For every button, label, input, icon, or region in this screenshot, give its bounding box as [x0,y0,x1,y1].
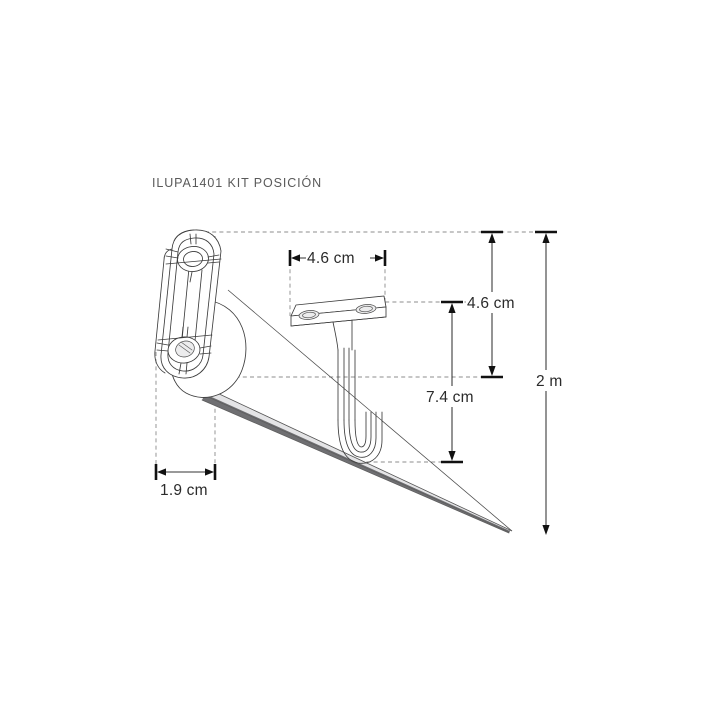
dim2m-label: 2 m [536,373,562,390]
t-shaped-wall-bracket [290,295,387,351]
dim46h-label: 4.6 cm [307,250,355,267]
spoke-lr2 [199,352,212,355]
dimension-4-6-cm-horizontal: 4.6 cm [288,247,387,268]
spoke-ul2 [165,255,179,259]
dim2m-arrow-bottom [542,525,550,535]
hub-lower-hatch2 [180,341,193,351]
dim74-label-bg [425,386,487,407]
dim19-label: 1.9 cm [160,482,208,499]
spoke-ltop [181,326,184,338]
dim46h-arrow-left [291,254,300,262]
dim19-arrow-left [157,468,166,476]
dim46h-arrow-right [375,254,384,262]
oblong-mount-plate [154,229,247,398]
dim74-arrow-top [448,303,456,313]
plate-edge-topleft [173,229,195,242]
dim19-arrow-right [205,468,214,476]
cable-edge-mid [196,391,510,533]
u-hook-stem [337,347,383,464]
rib-upper [165,258,222,265]
dimension-1-9-cm: 1.9 cm [154,464,217,499]
dim2m-arrow-top [542,233,550,243]
hook-curve-outer [337,411,383,464]
dim74-arrow-bottom [448,451,456,461]
plate-web-right [194,269,203,342]
spoke-ll [156,342,169,346]
page-title: ILUPA1401 KIT POSICIÓN [152,175,322,190]
spoke-ur [207,254,220,258]
spoke-lr [199,345,212,349]
hub-upper-bore [183,251,203,267]
tbracket-hole-right-inner [359,305,373,313]
sight-line-upper [227,289,513,532]
spoke-ur2 [207,261,220,264]
dimension-4-6-cm-vertical: 4.6 cm [466,230,528,379]
spoke-ubot [189,271,193,283]
tensioned-cable [196,384,511,534]
hook-curve-inner [343,411,377,458]
cable-edge-bottom [201,399,510,534]
dim46v-label: 4.6 cm [467,295,515,312]
dim46v-label-bg [466,292,528,313]
dim2m-label-bg [534,370,574,391]
spoke-lbot [178,362,182,375]
tbracket-flange-bottom [290,316,387,327]
spoke-ltop2 [186,326,189,338]
hook-curve-mid [348,411,372,453]
spoke-ul [165,248,179,253]
hook-curve-core [354,411,367,448]
plate-inner-rim [167,237,215,372]
dim46v-arrow-top [488,233,496,243]
spoke-utop [189,233,192,245]
cable-edge-top [199,384,511,531]
dim74-label: 7.4 cm [426,389,474,406]
tbracket-fillet-left [332,321,339,351]
dimension-2-m: 2 m [534,230,574,535]
dimension-7-4-cm: 7.4 cm [425,300,487,464]
dim46v-arrow-bottom [488,366,496,376]
dim46h-label-bg [306,247,370,268]
spoke-ll2 [156,349,169,352]
plate-edge-left [154,248,173,374]
hub-lower-hatch1 [178,344,191,354]
rib-lower [157,334,213,341]
hub-upper-outer [177,246,209,272]
spoke-lbot2 [185,362,188,375]
tbracket-hole-left-inner [302,311,316,319]
